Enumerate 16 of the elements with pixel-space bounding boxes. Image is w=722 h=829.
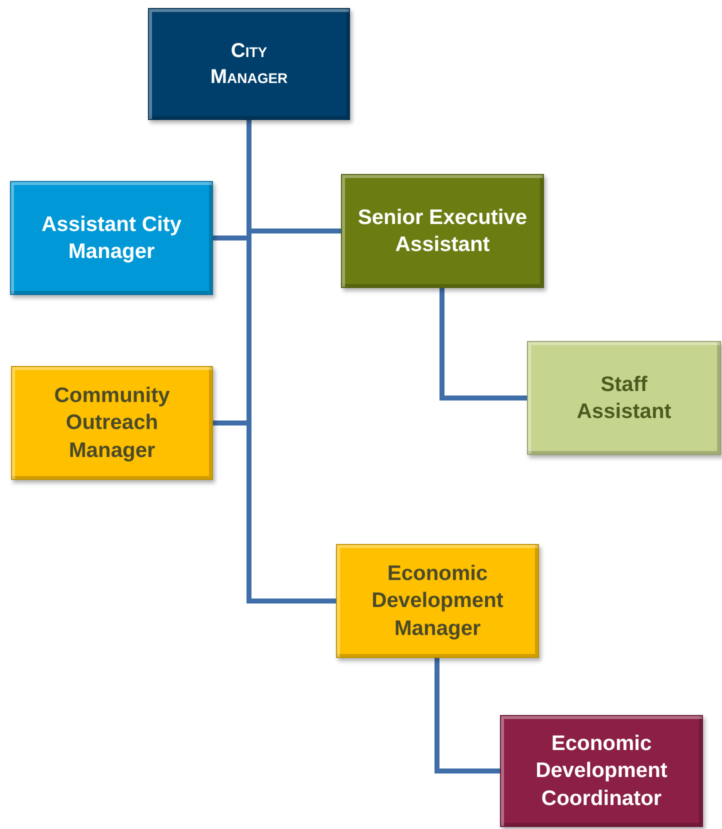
position-box <box>148 8 350 120</box>
position-title: City Manager <box>209 39 289 90</box>
position-box <box>527 341 721 455</box>
connector-line <box>440 288 527 400</box>
position-title: Community Outreach Manager <box>53 383 171 464</box>
position-title: Economic Development Coordinator <box>534 731 668 812</box>
connector-line <box>434 658 500 774</box>
position-title: Assistant City Manager <box>40 212 183 265</box>
position-title: Economic Development Manager <box>370 561 504 642</box>
position-box <box>336 544 539 658</box>
position-box <box>500 715 703 827</box>
position-title: Senior Executive Assistant <box>356 204 528 258</box>
position-box <box>11 366 213 480</box>
position-title: Staff Assistant <box>576 372 672 425</box>
position-box <box>10 181 213 295</box>
position-box <box>341 174 544 288</box>
